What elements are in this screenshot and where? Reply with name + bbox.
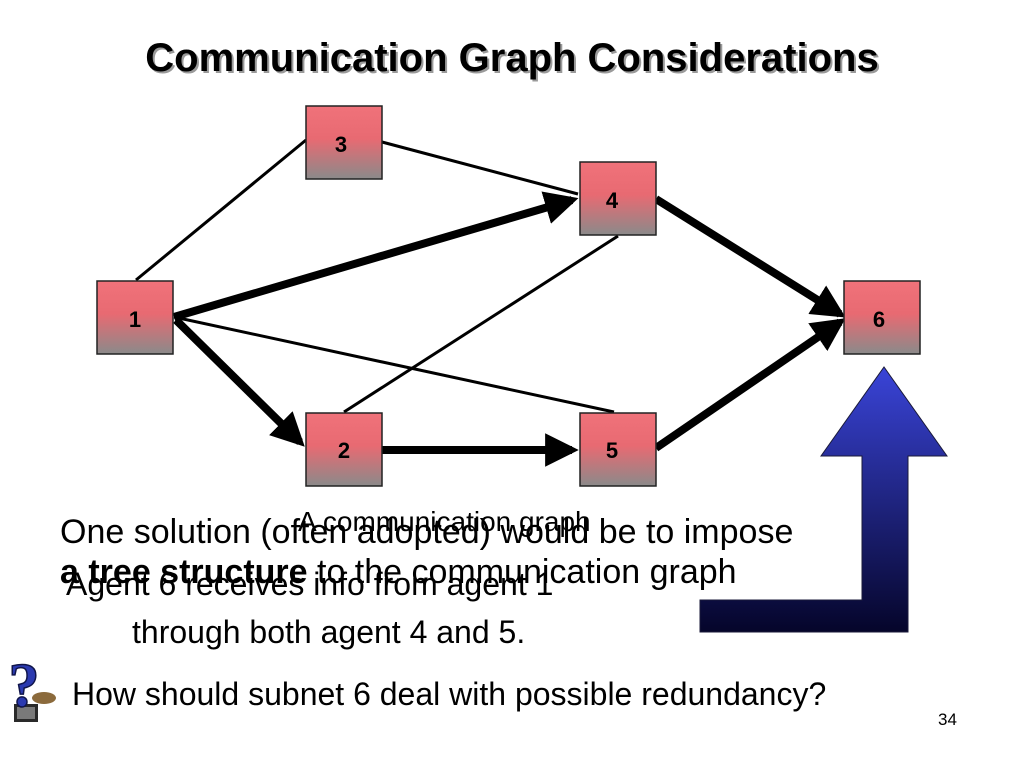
node-3-label: 3: [335, 132, 347, 157]
page-number: 34: [938, 710, 957, 729]
edge-3-4: [381, 140, 579, 196]
node-5: 5: [579, 412, 657, 487]
node-5-label: 5: [606, 438, 618, 463]
node-2: 2: [305, 412, 383, 487]
node-6-label: 6: [873, 307, 885, 332]
edge-1-4: [172, 191, 579, 321]
agent-text: Agent 6 receives info from agent 1 throu…: [66, 560, 553, 656]
big-up-arrow-icon: [699, 366, 948, 633]
agent-line-1: Agent 6 receives info from agent 1: [66, 566, 554, 602]
edge-1-3: [135, 138, 307, 282]
solution-text: One solution (often adopted) would be to…: [60, 512, 793, 592]
question-mark-icon: ?: [8, 651, 56, 722]
edge-4-6: [653, 195, 846, 318]
node-1: 1: [96, 280, 174, 355]
slide-title: Communication Graph Considerations: [145, 36, 879, 80]
edge-2-4: [343, 234, 619, 414]
agent-line-2: through both agent 4 and 5.: [132, 614, 526, 650]
node-2-label: 2: [338, 438, 350, 463]
edge-5-6: [653, 318, 846, 452]
solution-line-1: One solution (often adopted) would be to…: [60, 513, 794, 551]
edge-1-2: [173, 317, 305, 447]
solution-bold: a tree structure: [60, 553, 308, 591]
svg-text:?: ?: [9, 652, 40, 720]
solution-suffix: to the communication graph: [307, 553, 737, 591]
edge-1-5: [173, 315, 615, 414]
node-4-label: 4: [606, 188, 619, 213]
solution-line-2: a tree structure to the communication gr…: [60, 552, 793, 592]
node-6: 6: [843, 280, 921, 355]
redundancy-question: How should subnet 6 deal with possible r…: [72, 676, 827, 712]
graph-caption: A communication graph: [298, 506, 591, 537]
node-3: 3: [305, 105, 383, 180]
node-1-label: 1: [129, 307, 141, 332]
node-4: 4: [579, 161, 657, 236]
